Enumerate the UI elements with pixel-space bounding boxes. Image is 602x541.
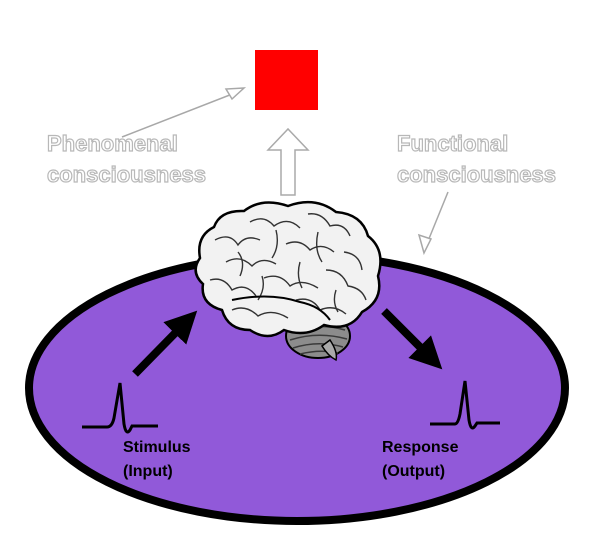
functional-pointer-arrow — [417, 191, 449, 256]
functional-label-line2: consciousness — [397, 162, 556, 187]
stimulus-label: Stimulus — [123, 439, 191, 456]
phenomenal-label-line1: Phenomenal — [47, 131, 178, 156]
stimulus-sublabel: (Input) — [123, 463, 173, 480]
functional-label-line1: Functional — [397, 131, 508, 156]
qualia-square — [255, 50, 318, 110]
stimulus-spike-icon — [82, 382, 158, 434]
response-label: Response — [382, 439, 459, 456]
brain-to-qualia-arrow — [266, 127, 310, 196]
response-sublabel: (Output) — [382, 463, 445, 480]
response-spike-icon — [430, 380, 500, 430]
output-arrow — [381, 308, 443, 370]
brain-icon — [194, 200, 382, 362]
phenomenal-label-line2: consciousness — [47, 162, 206, 187]
input-arrow — [132, 310, 198, 377]
phenomenal-pointer-arrow — [121, 87, 247, 138]
